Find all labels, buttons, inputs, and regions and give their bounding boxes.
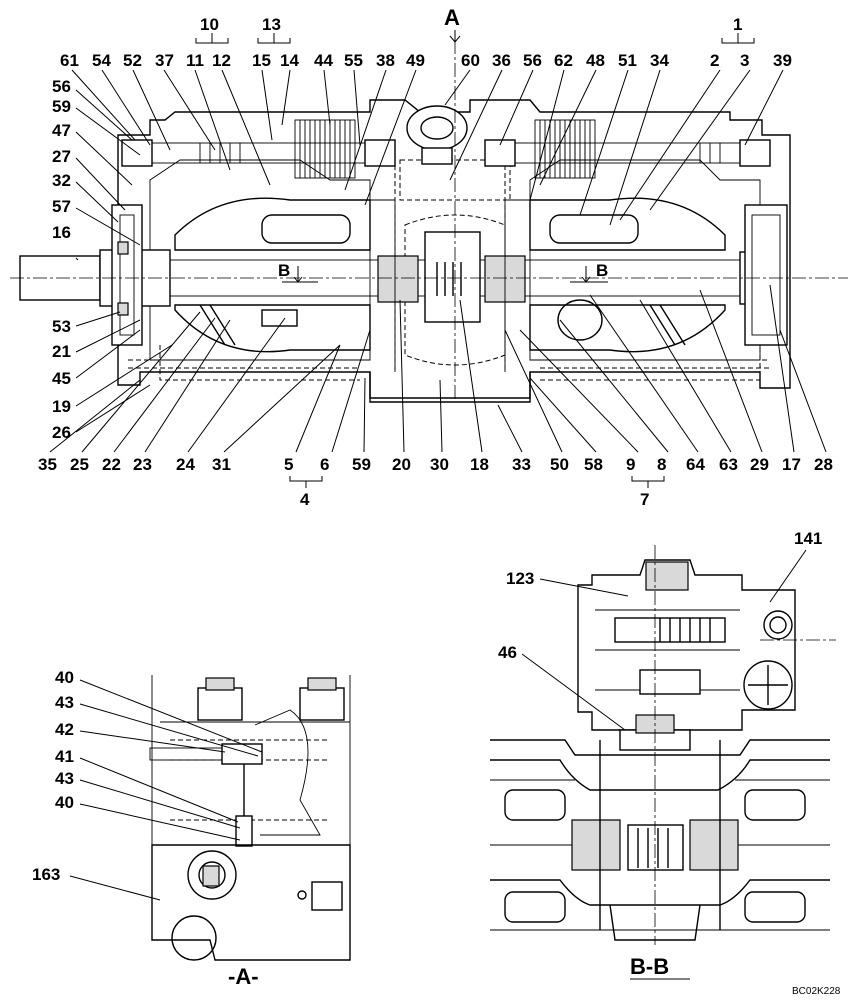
cut-b-left: B <box>278 261 290 280</box>
callout-48: 48 <box>586 51 605 70</box>
group-label-4: 4 <box>300 490 310 509</box>
callout-45: 45 <box>52 369 71 388</box>
finned-spring-left <box>294 119 356 179</box>
view-a-callout-40-bottom: 40 <box>55 793 74 812</box>
lifting-eye <box>406 105 468 165</box>
callout-23: 23 <box>133 455 152 474</box>
callout-22: 22 <box>102 455 121 474</box>
piston-assembly-right <box>529 197 726 353</box>
callout-16: 16 <box>52 223 71 242</box>
top-callout-row: 61 54 52 37 11 12 15 14 44 55 38 49 60 3… <box>60 51 792 70</box>
view-bb-callout-46: 46 <box>498 643 517 662</box>
callout-33: 33 <box>512 455 531 474</box>
view-a-callout-42: 42 <box>55 720 74 739</box>
view-a-callout-43-top: 43 <box>55 693 74 712</box>
callout-38: 38 <box>376 51 395 70</box>
callout-57: 57 <box>52 197 71 216</box>
drawing-code: BC02K228 <box>792 986 841 997</box>
callout-56-top: 56 <box>523 51 542 70</box>
callout-58: 58 <box>584 455 603 474</box>
finned-spring-right <box>534 119 596 179</box>
callout-63: 63 <box>719 455 738 474</box>
piston-assembly-left <box>174 197 371 353</box>
callout-17: 17 <box>782 455 801 474</box>
callout-34: 34 <box>650 51 669 70</box>
view-bb-callout-141: 141 <box>794 529 822 548</box>
callout-15: 15 <box>252 51 271 70</box>
callout-50: 50 <box>550 455 569 474</box>
callout-14: 14 <box>280 51 299 70</box>
callout-25: 25 <box>70 455 89 474</box>
view-a-callout-163: 163 <box>32 865 60 884</box>
group-label-7: 7 <box>640 490 649 509</box>
view-a-caption: -A- <box>228 964 259 989</box>
callout-36: 36 <box>492 51 511 70</box>
view-bb-detail: 141 123 46 B-B <box>490 529 836 980</box>
front-flange <box>111 204 143 346</box>
view-a-callout-43-bottom: 43 <box>55 769 74 788</box>
group-label-10: 10 <box>200 15 219 34</box>
callout-26: 26 <box>52 423 71 442</box>
bottom-callout-row: 35 25 22 23 24 31 5 6 59 20 30 18 33 50 … <box>38 455 833 474</box>
callout-27: 27 <box>52 147 71 166</box>
callout-51: 51 <box>618 51 637 70</box>
tie-bolt-right <box>484 139 771 167</box>
view-a-callout-40-top: 40 <box>55 668 74 687</box>
left-callout-column: 56 59 47 27 32 57 16 53 21 45 19 26 <box>52 77 71 442</box>
callout-18: 18 <box>470 455 489 474</box>
callout-31: 31 <box>212 455 231 474</box>
callout-59-left: 59 <box>52 97 71 116</box>
view-a-callout-41: 41 <box>55 747 74 766</box>
callout-64: 64 <box>686 455 705 474</box>
callout-6: 6 <box>320 455 329 474</box>
callout-19: 19 <box>52 397 71 416</box>
view-bb-callout-123: 123 <box>506 569 534 588</box>
view-a-detail: 40 43 42 41 43 40 163 -A- <box>32 668 351 989</box>
callout-24: 24 <box>176 455 195 474</box>
callout-47: 47 <box>52 121 71 140</box>
callout-44: 44 <box>314 51 333 70</box>
callout-37: 37 <box>155 51 174 70</box>
callout-52: 52 <box>123 51 142 70</box>
callout-39: 39 <box>773 51 792 70</box>
callout-3: 3 <box>740 51 749 70</box>
view-bb-caption: B-B <box>630 954 669 979</box>
callout-53: 53 <box>52 317 71 336</box>
callout-30: 30 <box>430 455 449 474</box>
callout-59-bottom: 59 <box>352 455 371 474</box>
callout-29: 29 <box>750 455 769 474</box>
group-label-13: 13 <box>262 15 281 34</box>
callout-49: 49 <box>406 51 425 70</box>
callout-61: 61 <box>60 51 79 70</box>
callout-32: 32 <box>52 171 71 190</box>
group-label-1: 1 <box>733 15 742 34</box>
rear-cover <box>744 204 788 346</box>
callout-20: 20 <box>392 455 411 474</box>
callout-35: 35 <box>38 455 57 474</box>
callout-56-left: 56 <box>52 77 71 96</box>
callout-5: 5 <box>284 455 293 474</box>
callout-12: 12 <box>212 51 231 70</box>
tie-bolt-left <box>121 139 396 167</box>
callout-8: 8 <box>657 455 666 474</box>
callout-21: 21 <box>52 342 71 361</box>
callout-62: 62 <box>554 51 573 70</box>
callout-60: 60 <box>461 51 480 70</box>
callout-11: 11 <box>186 51 204 70</box>
callout-55: 55 <box>344 51 363 70</box>
callout-2: 2 <box>710 51 719 70</box>
cut-b-right: B <box>596 261 608 280</box>
section-arrow-a-label: A <box>444 5 460 30</box>
callout-54: 54 <box>92 51 111 70</box>
pump-cross-section: A B B 10 13 1 4 7 61 54 52 37 11 12 15 1… <box>10 5 848 509</box>
callout-9: 9 <box>626 455 635 474</box>
callout-28: 28 <box>814 455 833 474</box>
